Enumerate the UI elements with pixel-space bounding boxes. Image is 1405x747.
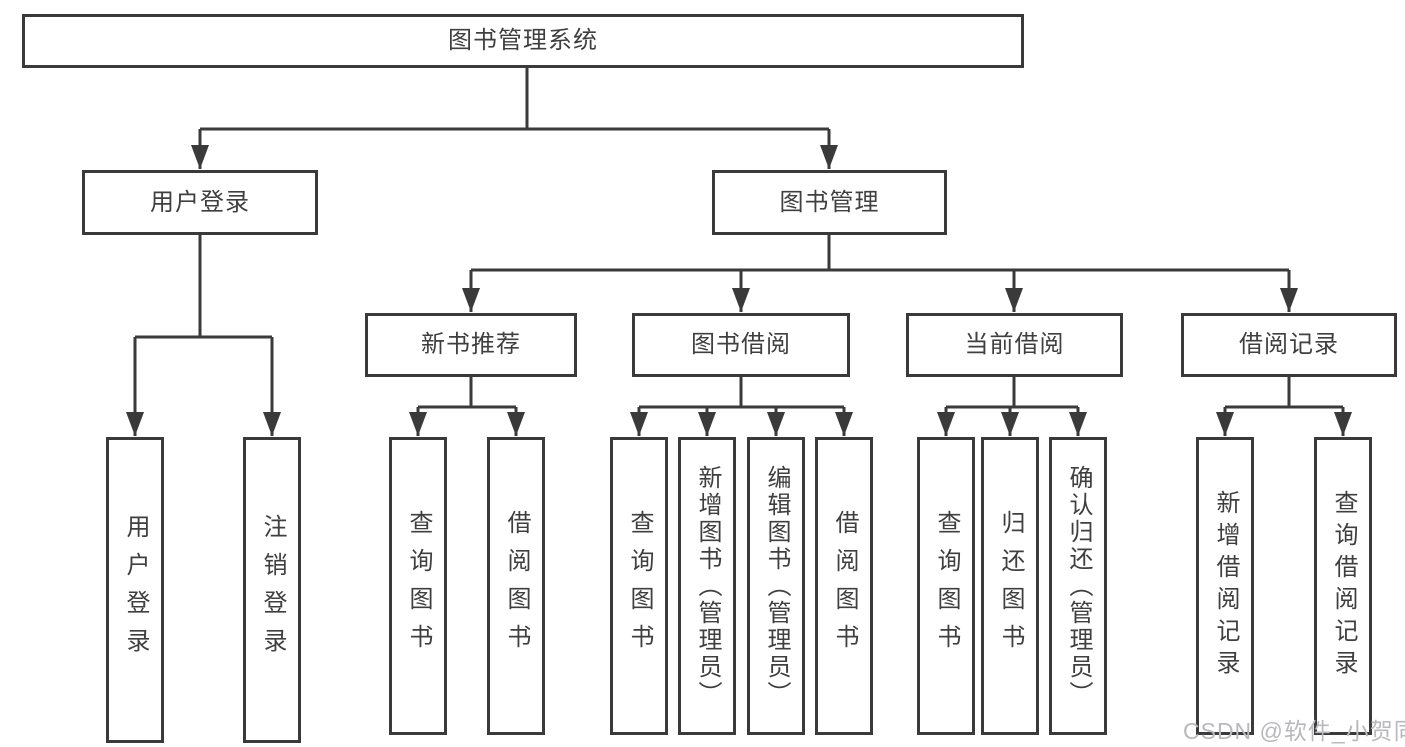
leaf-logout: 注销登录 (243, 437, 301, 743)
leaf-query-borrow-record-label: 查询借阅记录 (1330, 490, 1357, 682)
node-book-borrowing: 图书借阅 (632, 313, 850, 377)
node-current-borrowing-label: 当前借阅 (964, 331, 1065, 358)
node-borrowing-records-label: 借阅记录 (1239, 331, 1339, 358)
leaf-add-borrow-record-label: 新增借阅记录 (1212, 490, 1239, 682)
leaf-query-borrow-record: 查询借阅记录 (1314, 437, 1372, 735)
leaf-query-books-current-label: 查询图书 (933, 510, 960, 662)
node-user-login-label: 用户登录 (150, 188, 250, 216)
node-book-management-label: 图书管理 (779, 188, 880, 216)
node-root-label: 图书管理系统 (448, 27, 598, 54)
leaf-confirm-return-admin-label: 确认归还（管理员） (1065, 464, 1092, 708)
node-new-book-recommend-label: 新书推荐 (421, 331, 521, 358)
leaf-add-borrow-record: 新增借阅记录 (1196, 437, 1254, 735)
node-root-library-system: 图书管理系统 (22, 14, 1024, 68)
node-borrowing-records: 借阅记录 (1181, 313, 1397, 377)
node-current-borrowing: 当前借阅 (906, 313, 1123, 377)
leaf-edit-book-admin: 编辑图书（管理员） (747, 437, 805, 735)
node-new-book-recommend: 新书推荐 (365, 313, 577, 377)
leaf-edit-book-admin-label: 编辑图书（管理员） (763, 464, 790, 708)
leaf-add-book-admin: 新增图书（管理员） (678, 437, 736, 735)
leaf-borrow-books-borrowing: 借阅图书 (815, 437, 873, 735)
leaf-query-books-recommend-label: 查询图书 (405, 510, 432, 662)
leaf-borrow-books-borrowing-label: 借阅图书 (831, 510, 858, 662)
node-user-login: 用户登录 (82, 170, 318, 235)
leaf-return-books: 归还图书 (981, 437, 1039, 735)
leaf-query-books-recommend: 查询图书 (389, 437, 447, 735)
leaf-query-books-borrowing-label: 查询图书 (626, 510, 653, 662)
node-book-borrowing-label: 图书借阅 (691, 331, 791, 358)
leaf-return-books-label: 归还图书 (997, 510, 1024, 662)
leaf-query-books-borrowing: 查询图书 (610, 437, 668, 735)
leaf-user-login: 用户登录 (106, 437, 164, 743)
leaf-user-login-label: 用户登录 (122, 514, 149, 666)
leaf-borrow-books-recommend: 借阅图书 (487, 437, 545, 735)
csdn-watermark: CSDN @软件_小贺同学 (1183, 718, 1405, 744)
node-book-management: 图书管理 (712, 170, 947, 235)
leaf-logout-label: 注销登录 (259, 514, 286, 666)
leaf-add-book-admin-label: 新增图书（管理员） (694, 464, 721, 708)
leaf-borrow-books-recommend-label: 借阅图书 (503, 510, 530, 662)
leaf-confirm-return-admin: 确认归还（管理员） (1049, 437, 1107, 735)
leaf-query-books-current: 查询图书 (917, 437, 975, 735)
